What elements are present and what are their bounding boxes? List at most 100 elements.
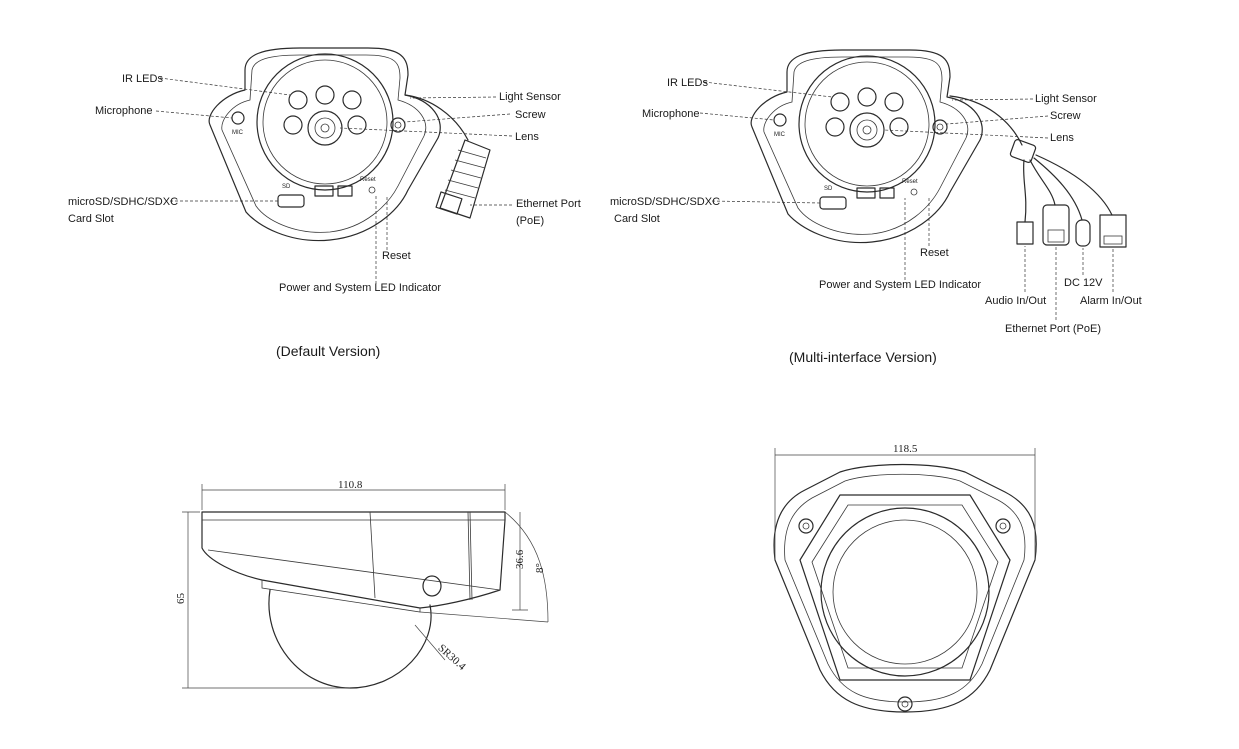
- top-screw: [798, 518, 814, 534]
- default-leader-lens: [339, 127, 513, 137]
- default-ethernet-boot: [439, 139, 491, 219]
- multi-interface-drawing: MIC SD Reset IR LEDs: [610, 49, 1142, 365]
- multi-leader-ir: [703, 81, 833, 98]
- default-ir-led: [283, 115, 303, 135]
- side-tilt-arc: [419, 511, 549, 623]
- side-body-height-value: 36.6: [514, 549, 526, 569]
- default-lens-inner: [314, 117, 336, 139]
- top-screw-head: [901, 700, 909, 708]
- multi-dome-ring: [798, 55, 936, 193]
- multi-label-dc: DC 12V: [1064, 277, 1103, 289]
- multi-label-reset: Reset: [920, 247, 949, 259]
- multi-lens: [849, 112, 885, 148]
- side-body-height-dimension-line: [512, 512, 528, 611]
- side-dome: [268, 589, 432, 689]
- multi-audio-connector: [1016, 221, 1034, 245]
- multi-label-light-sensor: Light Sensor: [1035, 93, 1097, 105]
- multi-cable-audio: [1022, 159, 1027, 223]
- multi-housing-inner: [763, 56, 968, 235]
- default-housing-outline: [208, 47, 441, 242]
- side-width-value: 110.8: [338, 479, 363, 491]
- side-dome-radius-value: SR30.4: [436, 642, 469, 673]
- default-ir-led: [315, 85, 335, 105]
- multi-label-power-led: Power and System LED Indicator: [819, 279, 981, 291]
- default-reset-marking: Reset: [360, 177, 376, 183]
- multi-leader-light: [951, 98, 1034, 101]
- multi-screw: [932, 119, 948, 135]
- top-width-value: 118.5: [893, 443, 918, 455]
- default-screw: [390, 117, 406, 133]
- side-total-height-value: 65: [175, 593, 187, 605]
- multi-cable-dc: [1033, 157, 1083, 221]
- side-cable-hole: [422, 575, 442, 597]
- default-leader-mic: [155, 110, 233, 119]
- top-view-drawing: 118.5: [773, 443, 1037, 713]
- top-screw: [995, 518, 1011, 534]
- default-sd-marking: SD: [282, 184, 291, 190]
- multi-lens-inner: [856, 119, 878, 141]
- default-microphone: [231, 111, 245, 125]
- default-housing-inner: [221, 54, 426, 233]
- multi-ethernet-connector: [1042, 204, 1070, 246]
- multi-cable-ethernet: [1029, 159, 1056, 206]
- top-housing-inner: [784, 473, 1026, 703]
- multi-leader-lens: [883, 129, 1049, 139]
- default-label-card-slot-2: Card Slot: [68, 213, 114, 225]
- multi-leader-card: [711, 200, 821, 204]
- default-ethernet-ribs: [444, 149, 487, 199]
- multi-label-screw: Screw: [1050, 110, 1081, 122]
- multi-microphone: [773, 113, 787, 127]
- default-label-ethernet-2: (PoE): [516, 215, 544, 227]
- top-housing-outline: [773, 463, 1037, 713]
- multi-reset-marking: Reset: [902, 179, 918, 185]
- default-ir-led: [342, 90, 362, 110]
- multi-ir-led: [830, 92, 850, 112]
- side-total-height-dimension-line: [182, 511, 350, 689]
- default-port-block: [314, 185, 334, 197]
- multi-ir-led: [825, 117, 845, 137]
- multi-label-ethernet: Ethernet Port (PoE): [1005, 323, 1101, 335]
- side-width-dimension-line: [201, 484, 506, 510]
- multi-label-audio: Audio In/Out: [985, 295, 1046, 307]
- default-label-lens: Lens: [515, 131, 539, 143]
- multi-mic-marking: MIC: [774, 132, 786, 138]
- top-dome-outer: [820, 507, 990, 677]
- multi-dc-connector: [1075, 219, 1091, 247]
- default-mic-marking: MIC: [232, 130, 244, 136]
- default-label-ethernet-1: Ethernet Port: [516, 198, 581, 210]
- multi-dome-inner-ring: [804, 61, 930, 187]
- default-version-caption: (Default Version): [276, 343, 380, 359]
- default-reset-button: [368, 186, 376, 194]
- side-body-panel-lines: [369, 511, 473, 601]
- multi-leader-screw: [946, 115, 1049, 125]
- multi-lens-center: [862, 125, 872, 135]
- default-cable-path: [404, 94, 469, 141]
- multi-label-microphone: Microphone: [642, 108, 699, 120]
- multi-ir-led: [889, 117, 909, 137]
- default-screw-head: [394, 121, 402, 129]
- top-screw-head: [802, 522, 810, 530]
- top-width-dimension-line: [774, 448, 1036, 560]
- side-tilt-value: 8°: [534, 563, 546, 573]
- default-leader-screw: [404, 113, 511, 123]
- multi-cable-alarm: [1035, 154, 1113, 216]
- top-triangular-bezel-inner: [811, 504, 999, 669]
- multi-label-card-slot-1: microSD/SDHC/SDXC: [610, 196, 720, 208]
- default-label-card-slot-1: microSD/SDHC/SDXC: [68, 196, 178, 208]
- multi-interface-caption: (Multi-interface Version): [789, 349, 937, 365]
- default-ir-led: [347, 115, 367, 135]
- default-label-screw: Screw: [515, 109, 546, 121]
- multi-port-block: [856, 187, 876, 199]
- default-label-microphone: Microphone: [95, 105, 152, 117]
- multi-reset-button: [910, 188, 918, 196]
- top-screw-head: [999, 522, 1007, 530]
- multi-cable-grommet: [1009, 139, 1037, 163]
- multi-label-ir-leds: IR LEDs: [667, 77, 708, 89]
- default-label-reset: Reset: [382, 250, 411, 262]
- default-leader-light: [409, 96, 497, 99]
- default-label-power-led: Power and System LED Indicator: [279, 282, 441, 294]
- multi-cable-main: [949, 95, 1023, 146]
- default-lens: [307, 110, 343, 146]
